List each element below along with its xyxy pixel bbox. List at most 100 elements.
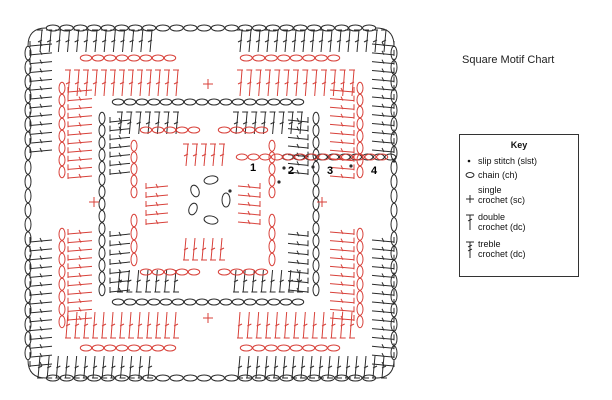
- chain-stitch: [58, 165, 66, 179]
- double-crochet-stitch: [129, 39, 134, 43]
- double-crochet-stitch: [46, 39, 52, 43]
- chain-stitch: [356, 117, 364, 131]
- double-crochet-stitch: [372, 365, 378, 369]
- double-crochet-stitch: [39, 94, 43, 100]
- double-crochet-stitch: [78, 255, 82, 261]
- double-crochet-stitch: [111, 365, 116, 369]
- double-crochet-stitch: [381, 317, 385, 322]
- double-crochet-stitch: [127, 121, 132, 125]
- double-crochet-stitch: [340, 246, 344, 252]
- double-crochet-stitch: [74, 365, 79, 369]
- chain-stitch: [252, 54, 266, 62]
- chain-stitch: [277, 344, 291, 352]
- chain-stitch: [373, 153, 385, 161]
- chain-stitch: [139, 54, 153, 62]
- double-crochet-stitch: [147, 365, 153, 369]
- chain-stitch: [231, 98, 245, 106]
- double-crochet-stitch: [65, 39, 70, 43]
- chain-stitch: [24, 231, 32, 247]
- chain-stitch: [356, 141, 364, 155]
- double-crochet-stitch: [78, 147, 82, 153]
- double-crochet-stitch: [173, 279, 179, 283]
- chain-stitch: [24, 60, 32, 75]
- double-crochet-stitch: [145, 279, 151, 283]
- double-crochet-stitch: [39, 290, 43, 296]
- chain-stitch: [98, 283, 106, 297]
- chain-stitch: [312, 222, 320, 235]
- double-crochet-stitch: [118, 143, 122, 149]
- double-crochet-stitch: [381, 246, 385, 252]
- chain-stitch: [317, 153, 330, 161]
- double-crochet-stitch: [78, 165, 82, 170]
- double-crochet-stitch: [83, 39, 89, 43]
- oval-icon: [465, 172, 475, 178]
- chain-stitch: [217, 268, 231, 276]
- chain-stitch: [91, 344, 105, 352]
- double-crochet-stitch: [381, 273, 385, 278]
- double-crochet-stitch: [39, 112, 43, 117]
- chain-stitch: [242, 126, 256, 134]
- chain-stitch: [24, 45, 32, 61]
- double-crochet-stitch: [110, 323, 116, 327]
- double-crochet-stitch: [303, 323, 308, 327]
- chain-stitch: [294, 153, 307, 161]
- chain-stitch: [312, 197, 320, 211]
- slip-stitch-dot: [277, 180, 281, 184]
- chain-stitch: [224, 24, 239, 32]
- double-crochet-stitch: [39, 326, 43, 331]
- chain-stitch: [384, 153, 397, 161]
- chain-stitch: [255, 126, 269, 134]
- double-crochet-stitch: [92, 365, 98, 369]
- chain-stitch: [327, 54, 341, 62]
- double-crochet-stitch: [381, 335, 385, 340]
- chain-stitch: [24, 302, 32, 318]
- chain-stitch: [98, 222, 106, 235]
- corner-chain: [27, 359, 47, 379]
- key-entry-text: treble: [478, 239, 501, 249]
- chain-stitch: [135, 298, 149, 306]
- chain-stitch: [151, 344, 165, 352]
- double-crochet-stitch: [265, 81, 271, 85]
- chain-stitch: [195, 98, 209, 106]
- double-crochet-stitch: [340, 165, 344, 170]
- double-crochet-stitch: [327, 365, 333, 369]
- double-crochet-stitch: [118, 259, 122, 265]
- double-crochet-stitch: [155, 201, 159, 207]
- double-crochet-stitch: [247, 192, 251, 198]
- double-crochet-stitch: [349, 323, 355, 327]
- chain-stitch: [73, 24, 88, 32]
- double-crochet-stitch: [340, 272, 344, 278]
- chain-stitch: [183, 24, 198, 32]
- double-crochet-stitch: [39, 130, 43, 135]
- chain-stitch: [111, 298, 125, 306]
- double-crochet-stitch: [39, 41, 43, 47]
- double-crochet-stitch: [300, 365, 306, 369]
- double-crochet-stitch: [39, 317, 43, 322]
- double-crochet-stitch: [296, 259, 300, 265]
- double-crochet-stitch: [309, 365, 315, 369]
- chain-stitch: [356, 240, 364, 254]
- chain-stitch: [163, 268, 177, 276]
- double-crochet-stitch: [309, 39, 315, 43]
- double-crochet-stitch: [128, 81, 134, 85]
- double-crochet-stitch: [291, 39, 297, 43]
- chain-stitch: [58, 302, 66, 316]
- double-crochet-stitch: [381, 237, 385, 243]
- chain-stitch: [390, 174, 398, 189]
- chain-stitch: [159, 298, 173, 306]
- chain-stitch: [312, 111, 320, 125]
- chain-stitch: [128, 24, 143, 32]
- double-crochet-stitch: [118, 250, 122, 255]
- double-crochet-stitch: [37, 39, 43, 43]
- double-crochet-stitch: [118, 241, 122, 246]
- chain-stitch: [139, 268, 153, 276]
- chain-stitch: [356, 93, 364, 107]
- chain-stitch: [24, 102, 32, 118]
- double-crochet-stitch: [321, 323, 327, 327]
- chain-stitch: [259, 153, 272, 161]
- double-crochet-stitch: [363, 365, 369, 369]
- double-crochet-stitch: [303, 81, 308, 85]
- chain-stitch: [268, 252, 276, 267]
- chain-stitch: [58, 277, 66, 291]
- chain-stitch: [98, 259, 106, 272]
